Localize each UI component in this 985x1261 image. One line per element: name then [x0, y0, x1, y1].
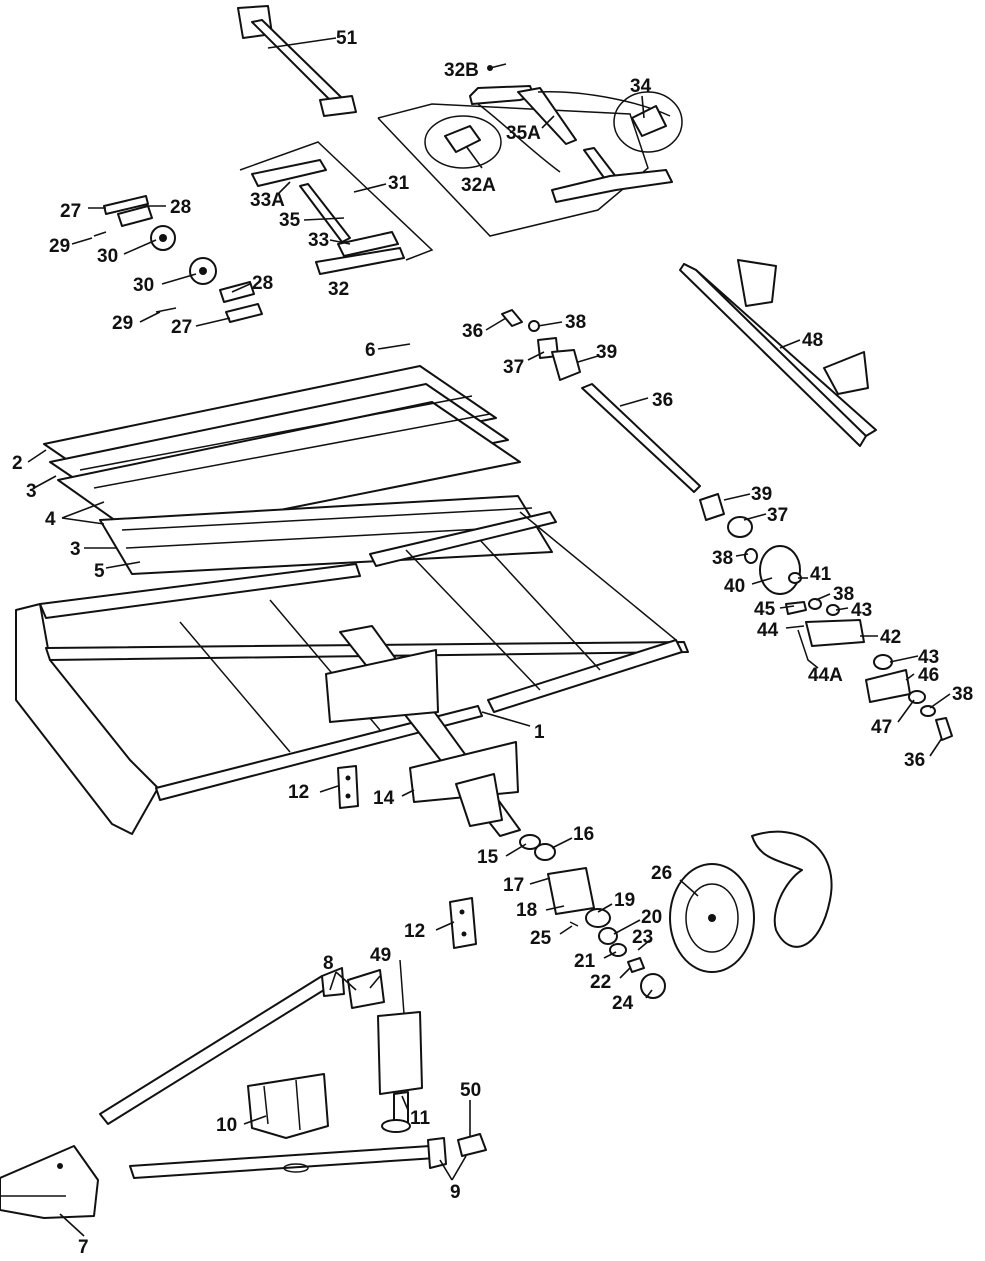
callout-32B: 32B: [444, 60, 479, 81]
callout-43-lower: 43: [918, 647, 939, 668]
callout-15: 15: [477, 847, 499, 868]
part-11-jack: [377, 959, 423, 1133]
callout-41: 41: [810, 564, 832, 585]
callout-6: 6: [365, 340, 376, 361]
callout-4: 4: [45, 509, 56, 530]
callout-33A: 33A: [250, 190, 285, 211]
callout-40: 40: [724, 576, 745, 597]
part-sprocket-upper: [93, 195, 176, 251]
callout-44: 44: [757, 620, 779, 641]
callout-14: 14: [373, 788, 395, 809]
callout-42: 42: [880, 627, 901, 648]
callout-20: 20: [641, 907, 662, 928]
part-floor-panels: [43, 365, 553, 575]
callout-28-upper: 28: [170, 197, 191, 218]
callout-48: 48: [802, 330, 823, 351]
callout-29-upper: 29: [49, 236, 70, 257]
part-48-angle: [679, 259, 877, 447]
callout-30-lower: 30: [133, 275, 154, 296]
part-51-bar: [237, 5, 357, 117]
callout-33: 33: [308, 230, 329, 251]
callout-8: 8: [323, 953, 334, 974]
callout-35: 35: [279, 210, 301, 231]
callout-38-right-a: 38: [712, 548, 733, 569]
callout-34: 34: [630, 76, 652, 97]
callout-5: 5: [94, 561, 105, 582]
callout-39-upper: 39: [596, 342, 617, 363]
callout-36-upper: 36: [462, 321, 483, 342]
part-chain-upper: [424, 85, 683, 203]
callout-labels: 51 32B 34 35A 32A 31 33A 35 33 32 27 28 …: [12, 28, 973, 1258]
callout-22: 22: [590, 972, 611, 993]
callout-1: 1: [534, 722, 545, 743]
callout-23: 23: [632, 927, 653, 948]
callout-28-lower: 28: [252, 273, 273, 294]
part-26-wheel: [669, 830, 833, 973]
callout-43-upper: 43: [851, 600, 872, 621]
callout-21: 21: [574, 951, 596, 972]
callout-38-right-c: 38: [952, 684, 973, 705]
callout-50: 50: [460, 1080, 481, 1101]
callout-24: 24: [612, 993, 634, 1014]
callout-19: 19: [614, 890, 635, 911]
callout-38-upper: 38: [565, 312, 586, 333]
callout-25: 25: [530, 928, 552, 949]
part-8-hitch-beam: [99, 967, 385, 1125]
callout-37-right: 37: [767, 505, 788, 526]
callout-36-mid: 36: [652, 390, 673, 411]
leader-lines: [27, 37, 951, 1237]
part-hub-group: [519, 834, 666, 999]
callout-17: 17: [503, 875, 524, 896]
callout-47: 47: [871, 717, 892, 738]
callout-27-upper: 27: [60, 201, 81, 222]
callout-35A: 35A: [506, 123, 541, 144]
callout-49: 49: [370, 945, 391, 966]
callout-7: 7: [78, 1237, 89, 1258]
part-12-hinge-lower: [449, 897, 477, 949]
part-9-lower-beam: [129, 1133, 487, 1179]
part-12-hinge-upper: [337, 765, 359, 809]
callout-30-upper: 30: [97, 246, 118, 267]
callout-44A: 44A: [808, 665, 843, 686]
callout-32: 32: [328, 279, 349, 300]
callout-39-right: 39: [751, 484, 772, 505]
callout-31: 31: [388, 173, 410, 194]
callout-18: 18: [516, 900, 537, 921]
callout-9: 9: [450, 1182, 461, 1203]
callout-2: 2: [12, 453, 23, 474]
callout-38-right-b: 38: [833, 584, 854, 605]
part-chain-left: [251, 159, 405, 275]
callout-3-upper: 3: [26, 481, 37, 502]
part-31-chain-bracket: [239, 103, 649, 261]
part-bearing-upper: [501, 309, 701, 493]
part-7-hitch: [0, 1145, 99, 1219]
callout-16: 16: [573, 824, 594, 845]
part-1-main-frame: [15, 511, 689, 837]
callout-45: 45: [754, 599, 776, 620]
callout-27-lower: 27: [171, 317, 192, 338]
callout-26: 26: [651, 863, 672, 884]
callout-3-lower: 3: [70, 539, 81, 560]
part-sprocket-lower: [155, 257, 263, 323]
part-32b-pin: [487, 63, 507, 71]
callout-51: 51: [336, 28, 358, 49]
callout-12-upper: 12: [288, 782, 309, 803]
callout-11: 11: [410, 1108, 431, 1129]
part-10-bracket: [247, 1073, 329, 1139]
callout-36-lower: 36: [904, 750, 925, 771]
part-right-bearing-group: [699, 493, 953, 741]
callout-29-lower: 29: [112, 313, 133, 334]
callout-12-lower: 12: [404, 921, 425, 942]
callout-46: 46: [918, 665, 939, 686]
callout-32A: 32A: [461, 175, 496, 196]
callout-37-upper: 37: [503, 357, 524, 378]
callout-10: 10: [216, 1115, 237, 1136]
